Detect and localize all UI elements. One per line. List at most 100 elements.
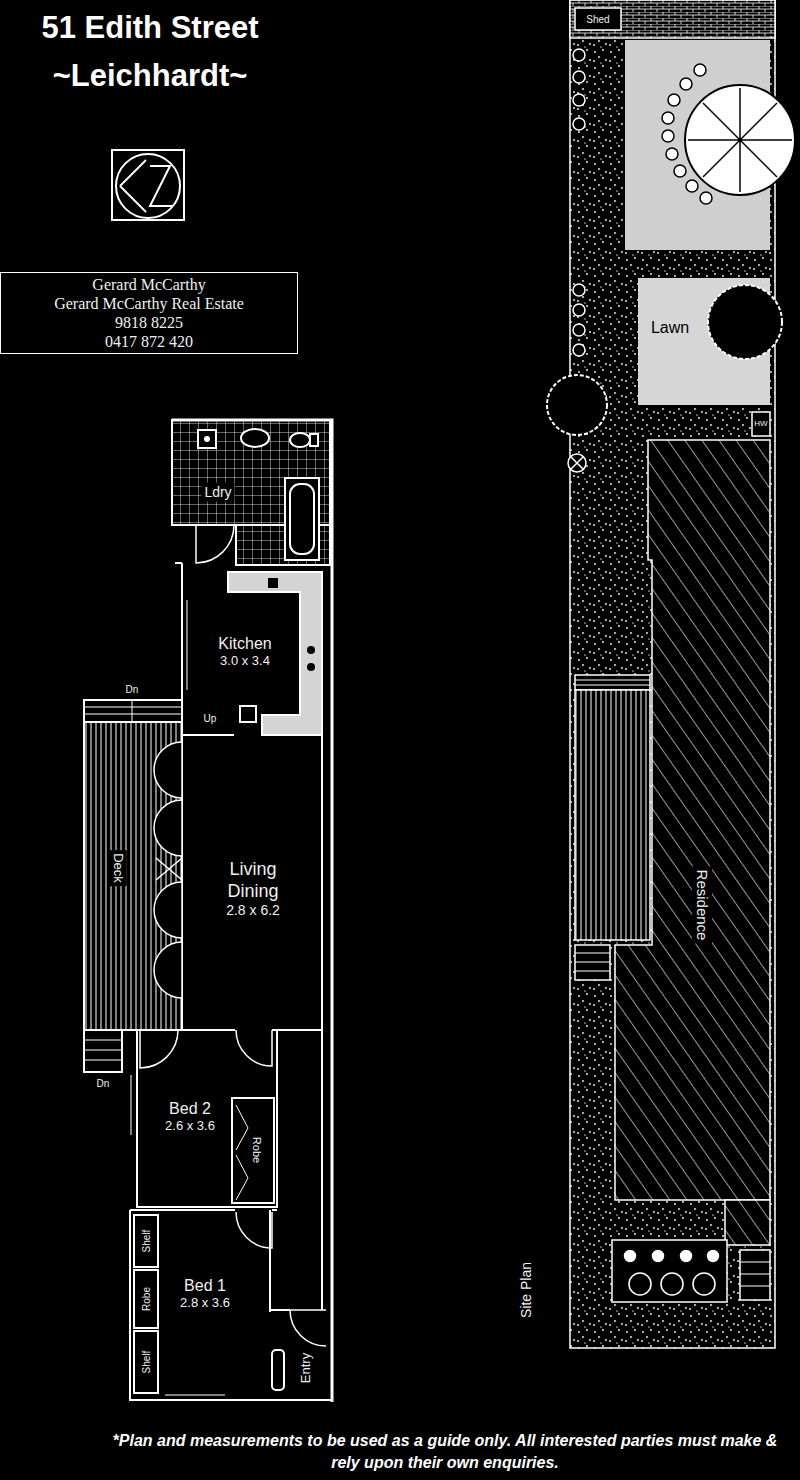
house-walls <box>134 1270 158 1328</box>
site-plan <box>570 0 775 1348</box>
house-walls <box>84 700 182 722</box>
house-walls <box>290 1310 326 1346</box>
site-plan <box>573 344 585 356</box>
room-name: Kitchen <box>218 634 271 653</box>
house-walls <box>270 1210 290 1312</box>
site-plan <box>740 1262 770 1286</box>
site-plan <box>575 675 650 690</box>
stair-label: Up <box>203 713 218 724</box>
site-plan <box>573 49 585 61</box>
site-plan <box>623 1249 637 1263</box>
house-walls <box>285 478 319 560</box>
room-label: Living Dining2.8 x 6.2 <box>208 858 298 920</box>
site-plan <box>573 324 585 336</box>
house-walls <box>134 1215 158 1267</box>
room-dimension: Gerard McCarthy Real Estate <box>7 294 291 313</box>
house-walls <box>310 434 318 446</box>
logo-mark <box>120 160 146 212</box>
room-label: Bed 22.6 x 3.6 <box>162 1098 218 1135</box>
house-walls <box>84 1030 122 1072</box>
house-walls <box>204 436 210 442</box>
site-plan <box>661 1273 683 1295</box>
house-walls <box>130 1209 277 1211</box>
site-plan <box>573 304 585 316</box>
site-plan <box>651 1249 665 1263</box>
house-walls <box>122 1029 322 1031</box>
shelf-label: Shelf <box>141 1350 152 1375</box>
room-label: Deck <box>109 850 127 886</box>
house-walls <box>84 1040 122 1060</box>
house-walls <box>154 882 182 938</box>
room-dimension: 2.8 x 6.2 <box>211 902 295 919</box>
room-label: Ldry <box>201 483 234 502</box>
site-plan <box>571 457 583 469</box>
site-plan <box>666 148 678 160</box>
house-walls <box>236 1105 248 1200</box>
room-dimension: 0417 872 420 <box>7 332 291 351</box>
stair-label: Dn <box>125 684 140 695</box>
logo-mark <box>150 166 172 206</box>
site-plan <box>700 192 712 204</box>
house-walls <box>196 525 234 563</box>
site-plan <box>575 690 650 940</box>
house-walls <box>241 429 269 447</box>
room-name: Bed 1 <box>180 1276 230 1295</box>
house-walls <box>321 735 323 1310</box>
site-plan <box>573 94 585 106</box>
logo-mark <box>116 154 180 218</box>
house-walls <box>236 1030 272 1066</box>
house-walls <box>290 484 314 554</box>
site-plan <box>568 454 586 472</box>
house-walls <box>134 1331 158 1393</box>
site-plan <box>547 0 795 1348</box>
room-dimension: 2.8 x 3.6 <box>180 1295 230 1311</box>
site-plan-label: Site Plan <box>519 1261 534 1319</box>
house-walls <box>172 420 332 1402</box>
house-walls <box>156 858 182 880</box>
house-walls <box>198 430 216 448</box>
house-walls <box>268 578 278 588</box>
site-plan <box>629 1273 651 1295</box>
site-plan <box>688 88 792 192</box>
room-dimension: 3.0 x 3.4 <box>218 653 271 669</box>
room-name: Entry <box>298 1353 314 1383</box>
house-walls <box>140 1030 178 1068</box>
room-name: Deck <box>110 853 126 883</box>
site-plan <box>668 94 680 106</box>
site-plan <box>680 78 692 90</box>
site-plan <box>752 412 770 436</box>
room-name: Residence <box>693 870 711 941</box>
site-plan <box>575 945 610 980</box>
house-walls <box>165 1395 225 1396</box>
site-plan <box>679 1249 693 1263</box>
house-walls <box>272 1350 284 1390</box>
room-name: Bed 2 <box>165 1099 215 1118</box>
house-walls <box>240 706 256 722</box>
site-plan <box>685 85 795 195</box>
site-plan <box>612 1240 727 1302</box>
house-walls <box>131 1075 132 1135</box>
house-walls <box>84 700 182 722</box>
site-plan <box>570 0 775 38</box>
site-plan <box>575 953 610 971</box>
house-walls <box>290 433 310 447</box>
site-plan <box>662 130 674 142</box>
room-name: Lawn <box>651 318 689 337</box>
site-plan <box>708 285 782 359</box>
site-plan <box>694 64 706 76</box>
robe-label: Robe <box>141 1286 152 1312</box>
site-plan <box>706 1249 720 1263</box>
house-walls <box>154 942 182 998</box>
house-walls <box>137 1030 277 1207</box>
house-walls <box>307 663 315 671</box>
room-name: Living Dining <box>211 859 295 902</box>
site-plan <box>686 180 698 192</box>
room-label: Residence <box>692 867 712 944</box>
house-walls <box>236 1212 272 1248</box>
robe-label: Robe <box>251 1136 263 1164</box>
site-plan <box>693 1273 715 1295</box>
room-label: Kitchen3.0 x 3.4 <box>215 633 274 670</box>
room-label: Entry <box>297 1350 315 1386</box>
logo-mark <box>112 150 184 220</box>
